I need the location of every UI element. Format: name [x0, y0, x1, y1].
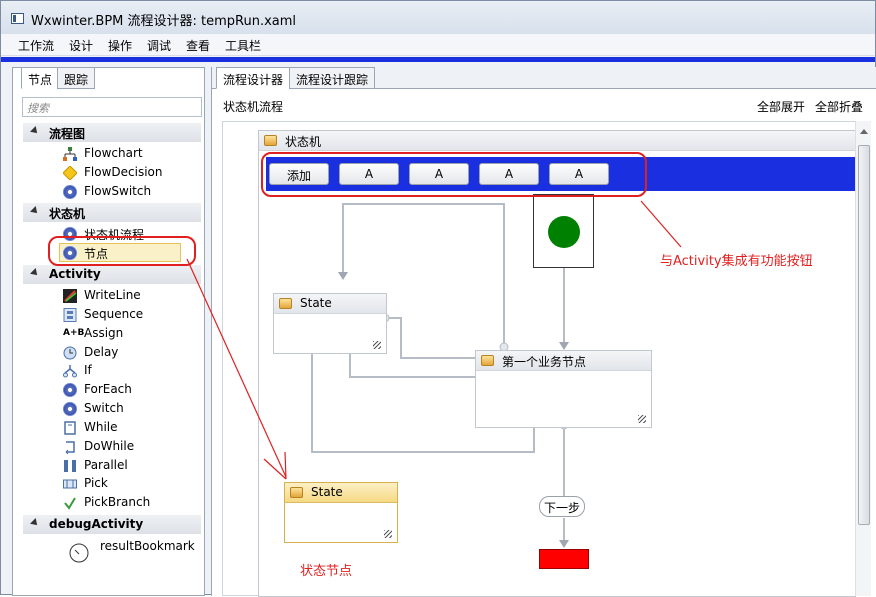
menu-design[interactable]: 设计 [69, 39, 94, 53]
a-button-4[interactable]: A [549, 163, 609, 185]
expand-arrow-icon [30, 268, 40, 278]
transition-label[interactable]: 下一步 [539, 496, 585, 517]
container-header: 状态机 [259, 131, 855, 151]
add-button[interactable]: 添加 [269, 163, 329, 185]
assign-icon: A+B [63, 328, 85, 338]
folder-icon [264, 135, 277, 146]
state-node-2[interactable]: State [284, 482, 398, 543]
a-button-2[interactable]: A [409, 163, 469, 185]
category-state-machine[interactable]: 状态机 [23, 203, 201, 222]
designer-area: 流程设计器 流程设计跟踪 状态机流程 全部展开 全部折叠 状态机 添加 A A … [211, 67, 876, 597]
designer-tabs: 流程设计器 流程设计跟踪 [212, 67, 876, 89]
scroll-up-icon[interactable] [859, 127, 869, 135]
a-button-3[interactable]: A [479, 163, 539, 185]
title-bar: Wxwinter.BPM 流程设计器: tempRun.xaml [1, 1, 875, 34]
loop-icon [65, 441, 75, 454]
design-canvas[interactable]: 状态机 添加 A A A A [222, 121, 857, 597]
folder-icon [290, 487, 303, 498]
category-debug-activity[interactable]: debugActivity [23, 515, 201, 534]
decision-diamond-icon [63, 166, 77, 180]
gear-icon [63, 246, 77, 260]
selected-item-highlight [59, 243, 181, 262]
scroll-thumb[interactable] [858, 145, 870, 525]
toolbox-panel: 节点 跟踪 搜索 流程图 Flowchart FlowDecision Flow… [12, 67, 205, 596]
activity-button-bar: 添加 A A A A [266, 157, 857, 191]
tab-tracking[interactable]: 跟踪 [57, 67, 96, 89]
collapse-all-link[interactable]: 全部折叠 [815, 100, 864, 114]
resize-grip-icon[interactable] [638, 415, 646, 423]
menu-toolbar[interactable]: 工具栏 [225, 39, 262, 53]
menu-bar: 工作流 设计 操作 调试 查看 工具栏 [1, 34, 875, 56]
resize-grip-icon[interactable] [373, 341, 381, 349]
start-node[interactable] [533, 194, 594, 268]
pickbranch-icon [64, 497, 76, 510]
folder-icon [481, 355, 494, 366]
writeline-icon [63, 289, 77, 303]
start-circle [548, 216, 580, 248]
tab-designer-tracking[interactable]: 流程设计跟踪 [289, 67, 376, 89]
clock-icon [63, 346, 77, 360]
accent-bar [1, 57, 875, 62]
pick-icon [63, 479, 77, 489]
vertical-scrollbar[interactable] [855, 121, 871, 596]
highlight-oval [261, 152, 647, 197]
loop-icon [64, 421, 76, 435]
gear-icon [63, 383, 77, 397]
breadcrumb[interactable]: 状态机流程 [223, 100, 284, 114]
a-button-1[interactable]: A [339, 163, 399, 185]
state-node-1[interactable]: State [273, 293, 387, 354]
menu-debug[interactable]: 调试 [147, 39, 172, 53]
flowchart-icon [63, 147, 77, 161]
search-input[interactable]: 搜索 [22, 97, 202, 117]
if-branch-icon [63, 365, 77, 378]
window-title: Wxwinter.BPM 流程设计器: tempRun.xaml [31, 14, 297, 29]
bookmark-clock-icon [69, 543, 89, 563]
end-node[interactable] [539, 549, 589, 569]
buttons-annotation: 与Activity集成有功能按钮 [660, 254, 813, 269]
category-activity[interactable]: Activity [23, 265, 201, 284]
expand-all-link[interactable]: 全部展开 [757, 100, 806, 114]
designer-header: 状态机流程 全部展开 全部折叠 [212, 90, 876, 120]
expand-arrow-icon [30, 518, 40, 528]
state-annotation: 状态节点 [300, 564, 353, 579]
category-flowchart[interactable]: 流程图 [23, 123, 201, 142]
business-node[interactable]: 第一个业务节点 [475, 350, 652, 428]
sequence-icon [63, 308, 77, 322]
menu-view[interactable]: 查看 [186, 39, 211, 53]
app-icon [11, 13, 24, 24]
menu-workflow[interactable]: 工作流 [18, 39, 55, 53]
gear-icon [63, 402, 77, 416]
resize-grip-icon[interactable] [384, 530, 392, 538]
expand-arrow-icon [30, 126, 40, 136]
gear-icon [63, 185, 77, 199]
tab-nodes[interactable]: 节点 [21, 67, 60, 89]
parallel-icon [64, 460, 76, 472]
highlight-oval [48, 236, 196, 266]
tab-designer[interactable]: 流程设计器 [216, 67, 291, 89]
expand-arrow-icon [30, 206, 40, 216]
folder-icon [279, 298, 292, 309]
menu-operate[interactable]: 操作 [108, 39, 133, 53]
